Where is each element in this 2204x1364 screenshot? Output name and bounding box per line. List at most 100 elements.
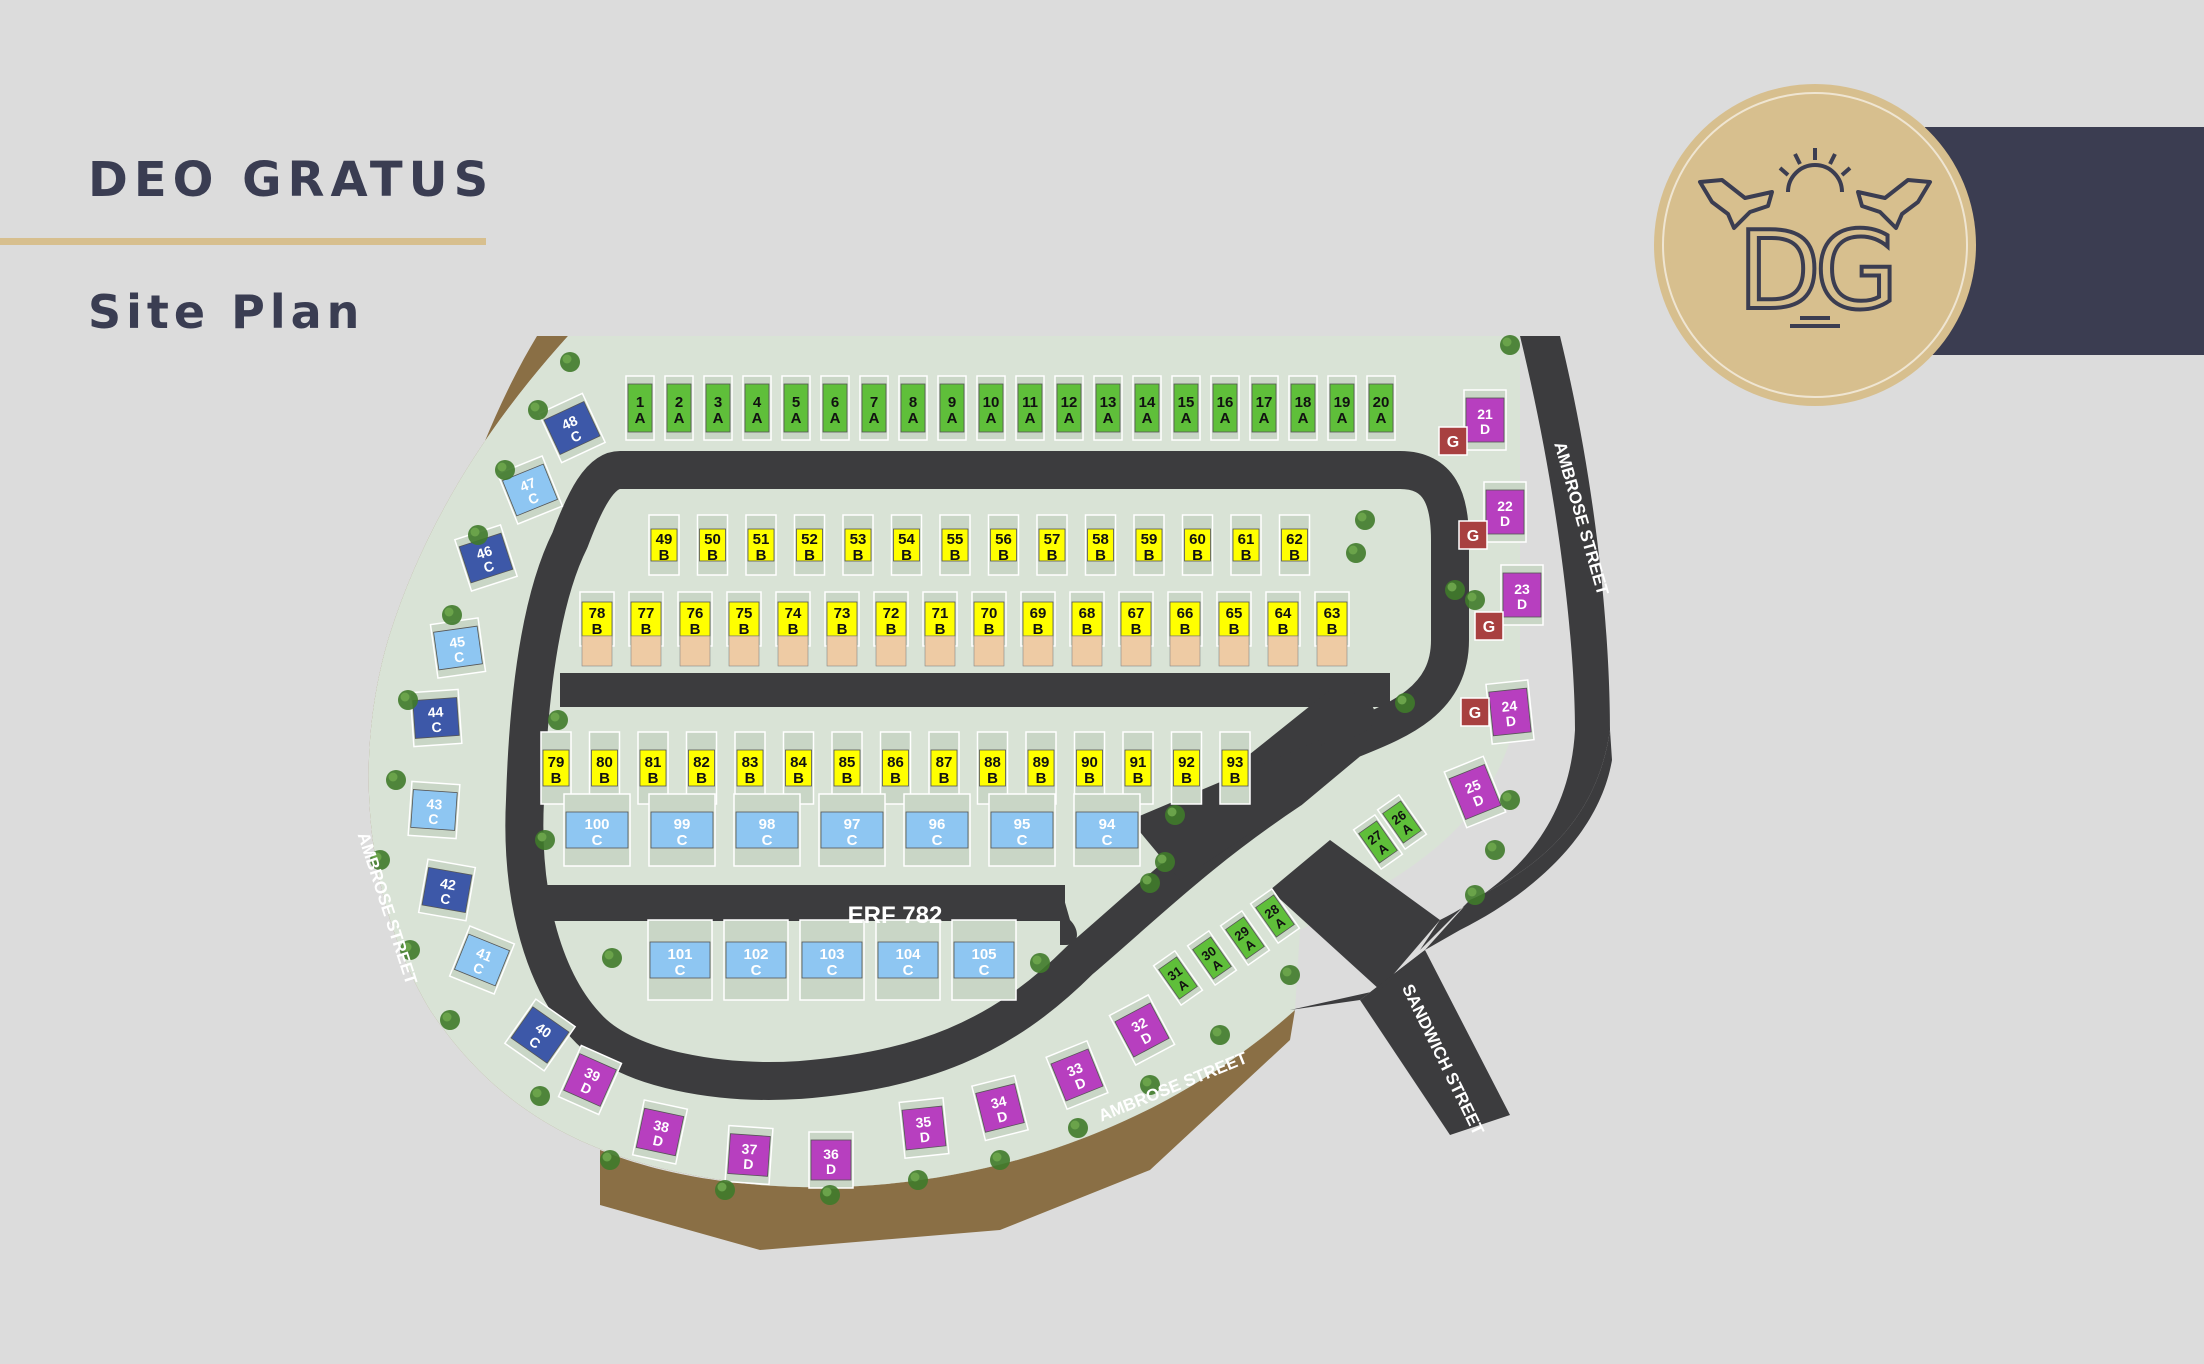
unit-lot[interactable]: 37D xyxy=(724,1124,774,1186)
unit-lot[interactable]: 96C xyxy=(903,793,971,867)
unit-lot[interactable]: 26A xyxy=(1376,793,1428,851)
unit-lot[interactable]: 23D xyxy=(1500,564,1544,626)
unit-lot[interactable]: 62B xyxy=(1278,514,1311,576)
unit-lot[interactable]: 39D xyxy=(557,1044,623,1116)
unit-lot[interactable]: 47C xyxy=(496,454,564,526)
unit-lot[interactable]: 42C xyxy=(417,858,477,922)
unit-lot[interactable]: 8A xyxy=(898,375,928,441)
unit-lot[interactable]: 52B xyxy=(793,514,826,576)
unit-lot[interactable]: 17A xyxy=(1249,375,1279,441)
unit-lot[interactable]: 67B xyxy=(1118,591,1154,667)
unit-lot[interactable]: 94C xyxy=(1073,793,1141,867)
unit-lot[interactable]: 73B xyxy=(824,591,860,667)
unit-lot[interactable]: 93B xyxy=(1219,731,1251,805)
unit-lot[interactable]: 82B xyxy=(685,731,718,805)
unit-lot[interactable]: 19A xyxy=(1327,375,1357,441)
unit-lot[interactable]: 53B xyxy=(842,514,874,576)
unit-lot[interactable]: 80B xyxy=(588,731,621,805)
unit-lot[interactable]: 7A xyxy=(859,375,889,441)
unit-lot[interactable]: 32D xyxy=(1108,993,1176,1067)
unit-lot[interactable]: 57B xyxy=(1036,514,1068,576)
unit-lot[interactable]: 54B xyxy=(890,514,923,576)
unit-lot[interactable]: 28A xyxy=(1249,887,1301,945)
unit-lot[interactable]: 61B xyxy=(1230,514,1262,576)
unit-lot[interactable]: 58B xyxy=(1084,514,1117,576)
unit-lot[interactable]: 87B xyxy=(928,731,960,805)
unit-lot[interactable]: 56B xyxy=(987,514,1020,576)
unit-lot[interactable]: 83B xyxy=(734,731,766,805)
unit-lot[interactable]: 49B xyxy=(648,514,680,576)
unit-lot[interactable]: 89B xyxy=(1025,731,1057,805)
unit-lot[interactable]: 59B xyxy=(1133,514,1165,576)
unit-lot[interactable]: 38D xyxy=(631,1099,689,1165)
unit-lot[interactable]: 24D xyxy=(1485,679,1535,745)
unit-lot[interactable]: 44C xyxy=(409,688,463,748)
unit-lot[interactable]: 2A xyxy=(664,375,694,441)
unit-lot[interactable]: 13A xyxy=(1093,375,1123,441)
unit-lot[interactable]: 30A xyxy=(1186,929,1238,987)
unit-lot[interactable]: 97C xyxy=(818,793,886,867)
unit-lot[interactable]: 20A xyxy=(1366,375,1396,441)
unit-lot[interactable]: 75B xyxy=(726,591,762,667)
unit-lot[interactable]: 77B xyxy=(628,591,664,667)
unit-lot[interactable]: 14A xyxy=(1132,375,1162,441)
unit-lot[interactable]: 33D xyxy=(1045,1039,1109,1111)
unit-lot[interactable]: 65B xyxy=(1216,591,1252,667)
unit-lot[interactable]: 16A xyxy=(1210,375,1240,441)
unit-lot[interactable]: 34D xyxy=(970,1074,1030,1142)
unit-lot[interactable]: 74B xyxy=(775,591,811,667)
unit-lot[interactable]: 29A xyxy=(1219,909,1271,967)
unit-lot[interactable]: 70B xyxy=(971,591,1007,667)
unit-lot[interactable]: 11A xyxy=(1015,375,1045,441)
unit-lot[interactable]: 35D xyxy=(898,1097,950,1159)
unit-lot[interactable]: 81B xyxy=(637,731,669,805)
unit-lot[interactable]: 21D xyxy=(1463,389,1507,451)
unit-lot[interactable]: 18A xyxy=(1288,375,1318,441)
unit-lot[interactable]: 36D xyxy=(808,1131,854,1189)
unit-lot[interactable]: 99C xyxy=(648,793,716,867)
unit-lot[interactable]: 63B xyxy=(1314,591,1350,667)
unit-lot[interactable]: 72B xyxy=(873,591,909,667)
unit-lot[interactable]: 3A xyxy=(703,375,733,441)
unit-lot[interactable]: 40C xyxy=(503,998,577,1072)
unit-lot[interactable]: 43C xyxy=(407,780,461,840)
unit-lot[interactable]: 25D xyxy=(1443,755,1507,829)
unit-lot[interactable]: 86B xyxy=(879,731,912,805)
unit-lot[interactable]: 76B xyxy=(677,591,713,667)
unit-lot[interactable]: 71B xyxy=(922,591,958,667)
unit-lot[interactable]: 6A xyxy=(820,375,850,441)
unit-lot[interactable]: 9A xyxy=(937,375,967,441)
unit-lot[interactable]: 55B xyxy=(939,514,971,576)
unit-lot[interactable]: 60B xyxy=(1181,514,1214,576)
unit-lot[interactable]: 88B xyxy=(976,731,1009,805)
unit-lot[interactable]: 31A xyxy=(1152,949,1204,1007)
unit-lot[interactable]: 95C xyxy=(988,793,1056,867)
unit-lot[interactable]: 78B xyxy=(579,591,615,667)
unit-lot[interactable]: 68B xyxy=(1069,591,1105,667)
unit-lot[interactable]: 15A xyxy=(1171,375,1201,441)
unit-lot[interactable]: 64B xyxy=(1265,591,1301,667)
unit-lot[interactable]: 69B xyxy=(1020,591,1056,667)
unit-lot[interactable]: 50B xyxy=(696,514,729,576)
unit-lot[interactable]: 41C xyxy=(448,924,516,996)
unit-lot[interactable]: 48C xyxy=(537,392,607,464)
unit-lot[interactable]: 51B xyxy=(745,514,777,576)
unit-lot[interactable]: 92B xyxy=(1170,731,1203,805)
unit-lot[interactable]: 79B xyxy=(540,731,572,805)
unit-lot[interactable]: 5A xyxy=(781,375,811,441)
unit-lot[interactable]: 98C xyxy=(733,793,801,867)
unit-lot[interactable]: 4A xyxy=(742,375,772,441)
unit-lot[interactable]: 84B xyxy=(782,731,815,805)
unit-lot[interactable]: 66B xyxy=(1167,591,1203,667)
unit-lot[interactable]: 90B xyxy=(1073,731,1106,805)
unit-lot[interactable]: 91B xyxy=(1122,731,1154,805)
unit-lot[interactable]: 27A xyxy=(1352,813,1404,871)
unit-lot[interactable]: 22D xyxy=(1483,481,1527,543)
unit-lot[interactable]: 1A xyxy=(625,375,655,441)
